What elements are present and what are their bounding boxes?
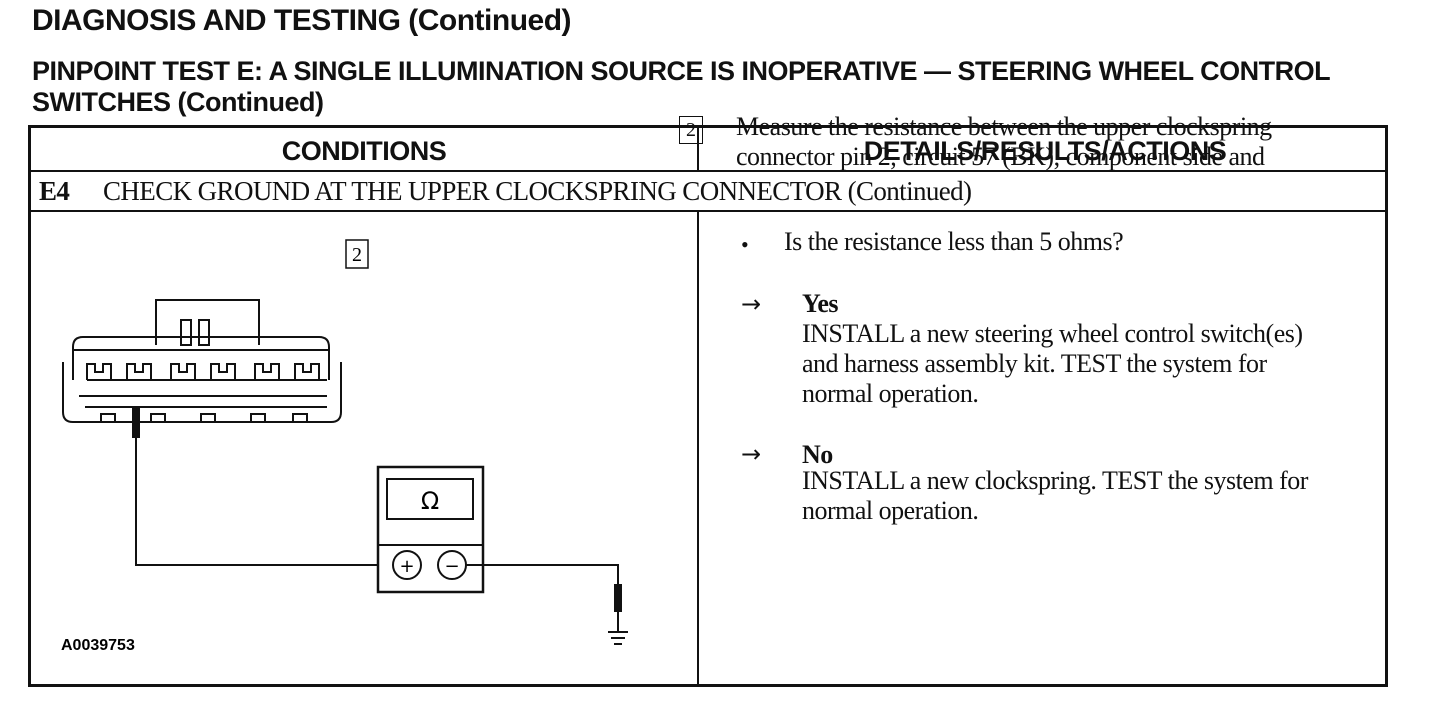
ohmmeter: Ω + − xyxy=(376,465,485,594)
details-header: DETAILS/RESULTS/ACTIONS xyxy=(863,136,1227,166)
step-title: CHECK GROUND AT THE UPPER CLOCKSPRING CO… xyxy=(103,176,972,206)
plus-terminal: + xyxy=(399,556,414,577)
no-arrow-icon: → xyxy=(741,440,762,468)
conditions-header: CONDITIONS xyxy=(281,136,447,166)
header-divider xyxy=(31,170,1385,172)
clockspring-connector-drawing xyxy=(62,299,342,423)
yes-action: INSTALL a new steering wheel control swi… xyxy=(802,319,1303,408)
question-bullet: • xyxy=(741,232,749,257)
step-id: E4 xyxy=(39,176,70,206)
ohm-symbol: Ω xyxy=(421,487,439,515)
ground-icon xyxy=(608,631,628,645)
resistance-question: Is the resistance less than 5 ohms? xyxy=(784,227,1124,256)
no-label: No xyxy=(802,440,833,469)
figure-id: A0039753 xyxy=(61,637,135,654)
minus-terminal: − xyxy=(444,556,459,577)
step-row: E4 CHECK GROUND AT THE UPPER CLOCKSPRING… xyxy=(31,172,1385,210)
yes-label: Yes xyxy=(802,289,839,318)
no-action: INSTALL a new clockspring. TEST the syst… xyxy=(802,466,1308,525)
test-title: PINPOINT TEST E: A SINGLE ILLUMINATION S… xyxy=(32,56,1330,117)
pinpoint-test-table: CONDITIONS DETAILS/RESULTS/ACTIONS E4 CH… xyxy=(28,125,1388,687)
section-title: DIAGNOSIS AND TESTING (Continued) xyxy=(32,4,572,37)
ohmmeter-diagram: 2 xyxy=(61,239,628,654)
negative-test-lead xyxy=(466,564,622,632)
details-step-box: 2 xyxy=(679,116,703,144)
column-divider xyxy=(697,128,699,684)
svg-text:2: 2 xyxy=(352,244,362,266)
diagram-step-box: 2 xyxy=(345,239,369,269)
step-row-divider xyxy=(31,210,1385,212)
yes-arrow-icon: → xyxy=(741,290,762,318)
positive-test-lead xyxy=(132,408,389,566)
